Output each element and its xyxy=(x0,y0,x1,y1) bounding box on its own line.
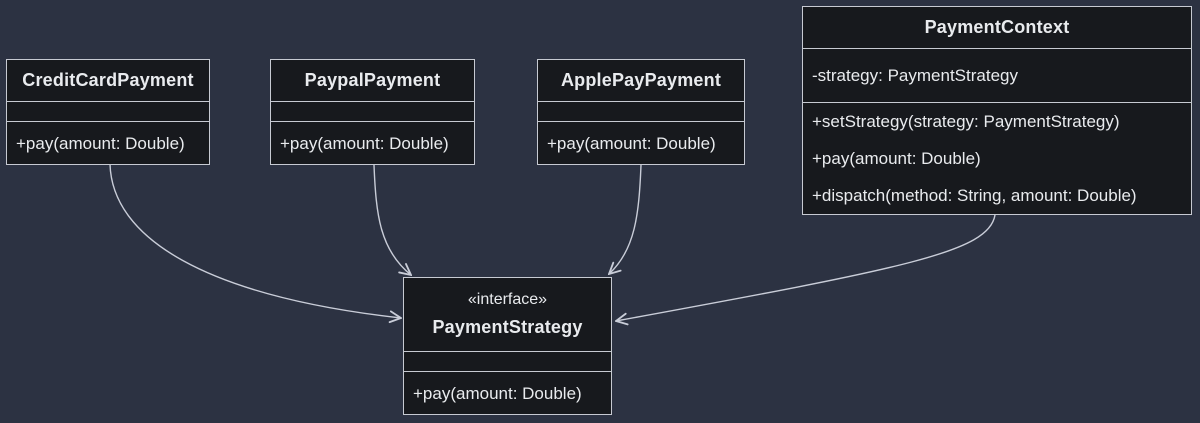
class-title: PaymentContext xyxy=(803,7,1191,49)
class-box-paypalpayment: PaypalPayment +pay(amount: Double) xyxy=(270,59,475,165)
method-text: +dispatch(method: String, amount: Double… xyxy=(812,186,1137,205)
attributes-compartment: -strategy: PaymentStrategy xyxy=(803,49,1191,103)
class-title: «interface» PaymentStrategy xyxy=(404,278,611,352)
methods-compartment: +pay(amount: Double) xyxy=(271,122,474,164)
class-box-creditcardpayment: CreditCardPayment +pay(amount: Double) xyxy=(6,59,210,165)
method-text: +pay(amount: Double) xyxy=(413,383,582,403)
method-text: +pay(amount: Double) xyxy=(280,133,449,153)
method-text: +setStrategy(strategy: PaymentStrategy) xyxy=(812,112,1120,131)
attributes-compartment xyxy=(271,102,474,122)
method-text: +pay(amount: Double) xyxy=(16,133,185,153)
attribute-text: -strategy: PaymentStrategy xyxy=(812,66,1018,85)
methods-compartment: +pay(amount: Double) xyxy=(404,372,611,414)
class-title: CreditCardPayment xyxy=(7,60,209,102)
class-box-paymentcontext: PaymentContext -strategy: PaymentStrateg… xyxy=(802,6,1192,215)
edge-paymentcontext-to-paymentstrategy xyxy=(616,214,996,321)
method-text: +pay(amount: Double) xyxy=(547,133,716,153)
attributes-compartment xyxy=(538,102,744,122)
methods-compartment: +pay(amount: Double) xyxy=(538,122,744,164)
class-title: ApplePayPayment xyxy=(538,60,744,102)
edge-applepaypayment-to-paymentstrategy xyxy=(609,164,642,274)
class-box-applepaypayment: ApplePayPayment +pay(amount: Double) xyxy=(537,59,745,165)
edge-creditcardpayment-to-paymentstrategy xyxy=(109,163,401,318)
class-title: PaypalPayment xyxy=(271,60,474,102)
methods-compartment: +pay(amount: Double) xyxy=(7,122,209,164)
methods-compartment: +setStrategy(strategy: PaymentStrategy) … xyxy=(803,103,1191,214)
edge-paypalpayment-to-paymentstrategy xyxy=(373,164,411,275)
class-box-paymentstrategy-interface: «interface» PaymentStrategy +pay(amount:… xyxy=(403,277,612,415)
attributes-compartment xyxy=(7,102,209,122)
attributes-compartment xyxy=(404,352,611,372)
method-text: +pay(amount: Double) xyxy=(812,149,981,168)
stereotype-label: «interface» xyxy=(467,291,548,308)
interface-name: PaymentStrategy xyxy=(432,317,583,337)
